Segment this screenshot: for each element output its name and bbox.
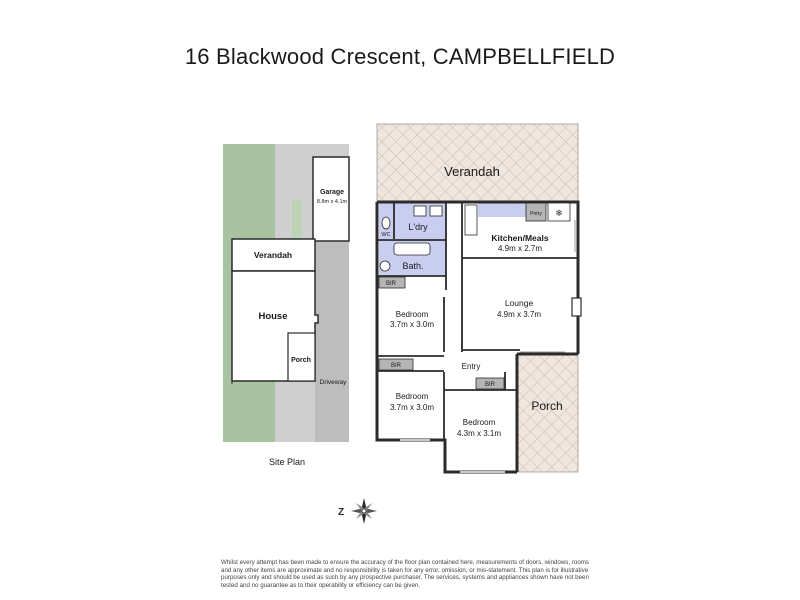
site-verandah-label: Verandah bbox=[254, 250, 292, 260]
site-porch bbox=[287, 332, 316, 382]
kitchen-label: Kitchen/Meals bbox=[491, 233, 548, 243]
internal-walls bbox=[377, 202, 578, 440]
laundry-label: L'dry bbox=[408, 222, 428, 232]
bedroom1-size: 3.7m x 3.0m bbox=[390, 320, 434, 329]
outer-wall bbox=[375, 200, 580, 474]
bedroom2-label: Bedroom bbox=[396, 392, 429, 401]
washer bbox=[429, 205, 443, 217]
north-compass-icon: Z bbox=[338, 498, 377, 524]
bedroom1-label: Bedroom bbox=[396, 310, 429, 319]
bedroom3-size: 4.3m x 3.1m bbox=[457, 429, 501, 438]
site-garage-size: 8.8m x 4.1m bbox=[317, 199, 348, 205]
site-driveway-label: Driveway bbox=[320, 379, 347, 386]
site-porch-label: Porch bbox=[291, 357, 311, 364]
bir1-label: BIR bbox=[386, 281, 397, 287]
pantry-label: Pntry bbox=[530, 211, 542, 217]
svg-text:Z: Z bbox=[338, 507, 344, 518]
cooktop bbox=[464, 204, 478, 236]
page-title: 16 Blackwood Crescent, CAMPBELLFIELD bbox=[184, 44, 616, 69]
verandah-label: Verandah bbox=[444, 164, 500, 179]
verandah-area bbox=[377, 124, 578, 202]
lounge-size: 4.9m x 3.7m bbox=[497, 310, 541, 319]
site-verandah bbox=[231, 238, 316, 272]
bathtub bbox=[393, 242, 431, 256]
site-driveway bbox=[315, 240, 349, 442]
disclaimer-text: Whilst every attempt has been made to en… bbox=[221, 559, 590, 589]
lounge-label: Lounge bbox=[505, 298, 534, 308]
laundry-trough bbox=[413, 205, 427, 217]
kitchen-bench bbox=[478, 203, 526, 217]
site-house-label: House bbox=[258, 311, 287, 322]
kitchen-size: 4.9m x 2.7m bbox=[498, 244, 542, 253]
bedroom2-size: 3.7m x 3.0m bbox=[390, 403, 434, 412]
site-garage-label: Garage bbox=[320, 189, 344, 196]
bir2-label: BIR bbox=[391, 363, 402, 369]
site-grass-strip bbox=[292, 200, 302, 240]
fridge bbox=[547, 202, 571, 222]
bir-2 bbox=[378, 358, 414, 371]
bir-1 bbox=[378, 276, 406, 289]
site-plan-caption: Site Plan bbox=[269, 457, 305, 467]
porch-area bbox=[517, 354, 578, 472]
toilet-fixture bbox=[381, 216, 391, 230]
bir3-label: BIR bbox=[485, 382, 496, 388]
bath-label: Bath. bbox=[402, 261, 423, 271]
site-plan bbox=[223, 144, 350, 442]
bedroom3-label: Bedroom bbox=[463, 418, 496, 427]
floor-plan: ❄ bbox=[375, 123, 582, 474]
vanity-basin bbox=[379, 260, 391, 272]
wc-label: WC bbox=[381, 232, 390, 238]
entry-label: Entry bbox=[462, 362, 481, 371]
porch-label: Porch bbox=[531, 399, 562, 413]
snowflake-icon: ❄ bbox=[555, 208, 563, 218]
bir-3 bbox=[475, 377, 505, 390]
site-garage bbox=[312, 156, 350, 242]
